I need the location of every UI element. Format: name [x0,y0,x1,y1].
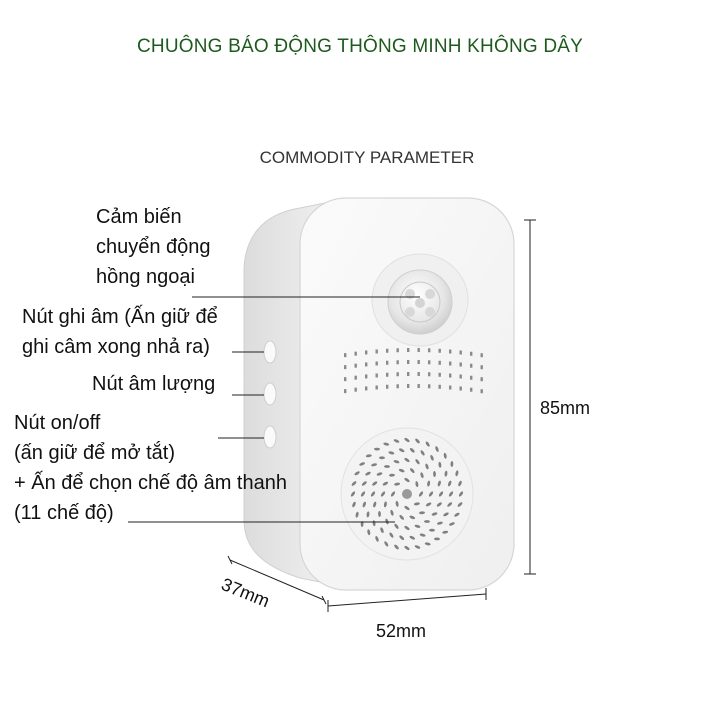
label-line: (11 chế độ) [14,502,114,524]
pir-sensor [371,253,469,347]
sound-vent-holes [344,348,483,394]
power-button-shape [263,425,277,449]
label-line: chuyển động [96,236,211,258]
label-line: ghi câm xong nhả ra) [22,336,210,358]
label-line: Nút on/off [14,412,101,434]
label-line: (ấn giữ để mở tắt) [14,442,176,464]
pir-sensor-label: Cảm biến chuyển động hồng ngoại [96,202,211,292]
label-line: Nút âm lượng [92,373,216,395]
side-buttons [263,340,277,449]
depth-dim-line [229,559,325,601]
page-subtitle: COMMODITY PARAMETER [259,148,475,167]
power-button-label: Nút on/off (ấn giữ để mở tắt) + Ấn để ch… [14,408,287,528]
record-button-label: Nút ghi âm (Ấn giữ để ghi câm xong nhả r… [22,302,218,362]
label-line: Cảm biến [96,206,182,228]
volume-button-shape [263,382,277,406]
speaker-grille [340,427,474,561]
label-line: hồng ngoại [96,266,195,288]
page-title: CHUÔNG BÁO ĐỘNG THÔNG MINH KHÔNG DÂY [137,36,583,57]
height-dimension-label: 85mm [540,398,591,418]
label-line: + Ấn để chọn chế độ âm thanh [14,472,287,494]
volume-button-label: Nút âm lượng [92,369,215,399]
record-button-shape [263,340,277,364]
label-line: Nút ghi âm (Ấn giữ để [22,306,218,328]
width-dimension-label: 52mm [376,621,427,641]
dimension-lines [227,219,536,612]
leader-lines [128,296,420,523]
width-dim-line [327,593,487,607]
